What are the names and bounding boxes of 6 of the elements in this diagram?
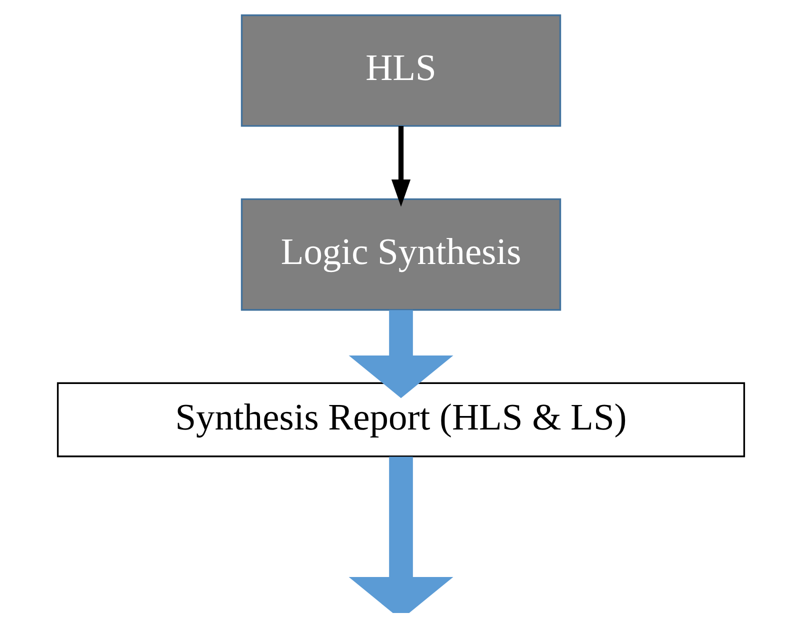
arrow: [348, 456, 454, 613]
arrow: [391, 126, 411, 207]
node-box: Logic Synthesis: [240, 198, 562, 311]
node-box: Synthesis Report (HLS & LS): [56, 382, 746, 458]
arrow: [348, 310, 454, 398]
node-box: HLS: [240, 14, 562, 127]
